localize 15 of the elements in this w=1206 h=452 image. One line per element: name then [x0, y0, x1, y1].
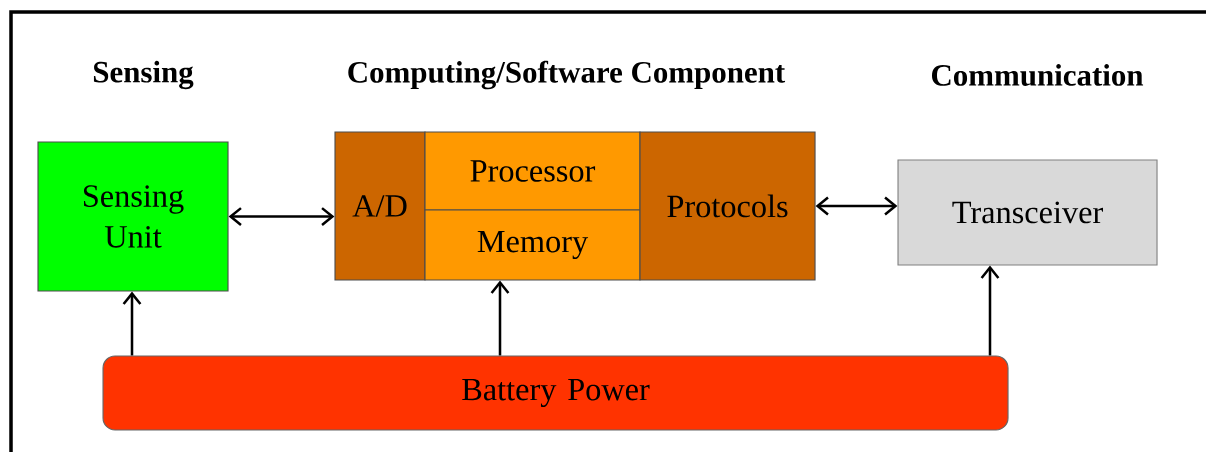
converter-box: A/D — [334, 131, 426, 281]
arrow — [122, 291, 142, 356]
arrow — [490, 280, 510, 356]
sensing-unit-box: Sensing Unit — [37, 141, 229, 292]
protocols-box: Protocols — [639, 131, 816, 281]
arrow — [228, 207, 335, 226]
section-heading: Communication — [932, 64, 1144, 86]
arrow — [815, 196, 898, 216]
memory-box: Memory — [424, 209, 641, 281]
battery-power-bar: Battery Power — [102, 355, 1009, 431]
transceiver-box: Transceiver — [897, 159, 1158, 266]
section-heading: Computing/Software Component — [348, 60, 786, 90]
section-heading: Sensing — [93, 60, 194, 90]
arrow — [980, 265, 1000, 356]
processor-box: Processor — [424, 131, 641, 211]
